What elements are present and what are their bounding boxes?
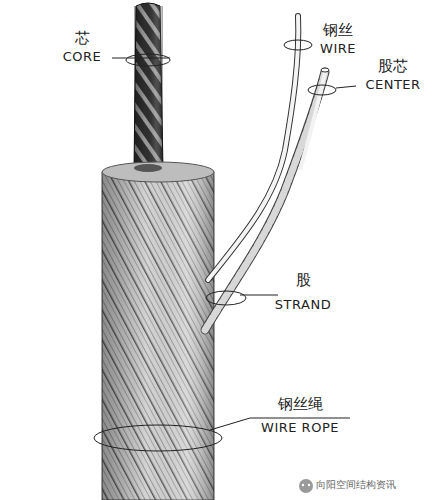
part-name: CENTER xyxy=(365,78,420,93)
center-ring xyxy=(308,85,336,95)
part-name: 股芯 xyxy=(378,58,408,75)
leader-lines xyxy=(94,40,356,451)
rope-body xyxy=(102,162,214,500)
part-name: 芯 xyxy=(75,30,90,47)
part-name: WIRE xyxy=(320,42,356,57)
center-leader xyxy=(336,86,356,88)
watermark-bubble xyxy=(299,479,313,493)
core-leader xyxy=(112,58,170,59)
rope-end xyxy=(102,162,214,182)
watermark-eye xyxy=(302,484,304,486)
part-name: 钢丝 xyxy=(323,22,353,39)
core-shade xyxy=(134,6,163,170)
part-name: 股 xyxy=(296,272,311,289)
rope-ring xyxy=(94,425,222,451)
watermark-eye xyxy=(308,484,310,486)
rope-leader xyxy=(210,418,250,430)
part-name: CORE xyxy=(63,50,102,65)
core xyxy=(134,3,163,170)
loose-wire xyxy=(208,16,298,280)
core-rope xyxy=(134,3,163,170)
wire-outline xyxy=(208,16,298,280)
strand-ring xyxy=(206,291,246,305)
watermark-icon xyxy=(299,479,313,493)
strand-leader xyxy=(240,295,278,296)
rope-leader-2 xyxy=(250,418,350,419)
strand-center-end xyxy=(321,68,329,72)
part-name: WIRE ROPE xyxy=(261,421,339,436)
part-name: 钢丝绳 xyxy=(278,396,323,413)
watermark: 向阳空间结构资讯 xyxy=(316,479,396,491)
core-ring xyxy=(126,54,170,66)
wire-ring xyxy=(284,40,312,50)
part-name: STRAND xyxy=(275,298,331,313)
core-end xyxy=(134,164,162,172)
wire-body xyxy=(208,16,298,280)
